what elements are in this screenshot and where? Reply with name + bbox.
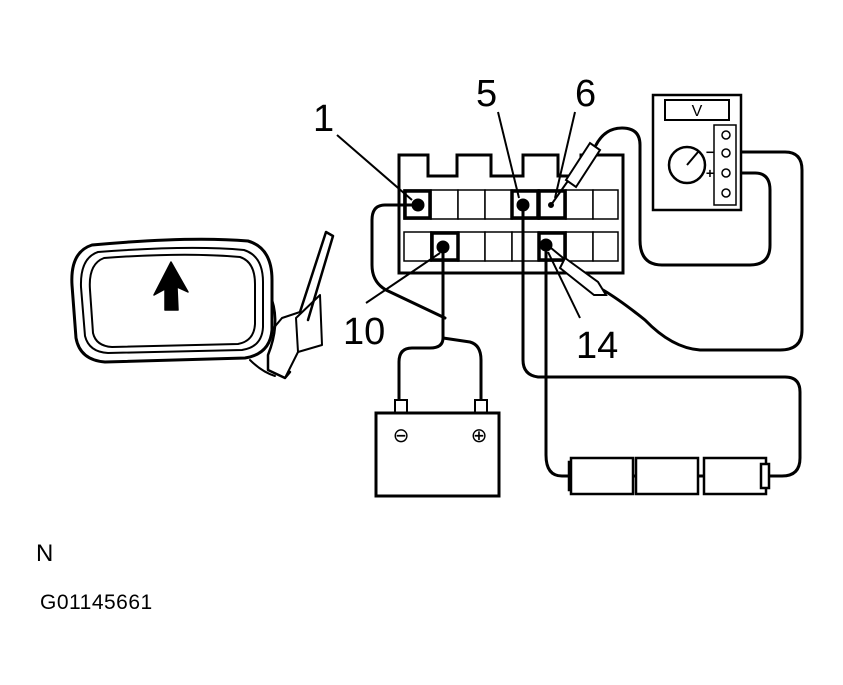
probe-pin-14 — [550, 247, 608, 296]
pin-label-5: 5 — [476, 73, 497, 115]
load-resistors — [567, 456, 771, 496]
probe-pin-6 — [550, 141, 602, 206]
pin-label-6: 6 — [575, 73, 596, 115]
voltmeter: V − + — [651, 93, 743, 212]
pin-label-14: 14 — [576, 325, 618, 367]
battery-negative-terminal: ⊖ — [393, 423, 410, 447]
battery-positive-terminal: ⊕ — [471, 423, 488, 447]
pin-label-1: 1 — [313, 98, 334, 140]
voltmeter-positive-terminal: + — [706, 165, 714, 181]
mirror-connector — [397, 153, 625, 275]
battery: ⊖ ⊕ — [374, 399, 501, 498]
wiring — [370, 126, 804, 478]
voltmeter-negative-terminal: − — [706, 144, 714, 160]
leader-lines — [336, 111, 581, 319]
view-code: N — [36, 540, 54, 567]
terminal-6 — [537, 189, 567, 220]
voltmeter-display: V — [692, 103, 703, 120]
outside-mirror-illustration — [70, 230, 335, 380]
figure-code: G01145661 — [40, 591, 153, 614]
pin-label-10: 10 — [343, 311, 385, 353]
